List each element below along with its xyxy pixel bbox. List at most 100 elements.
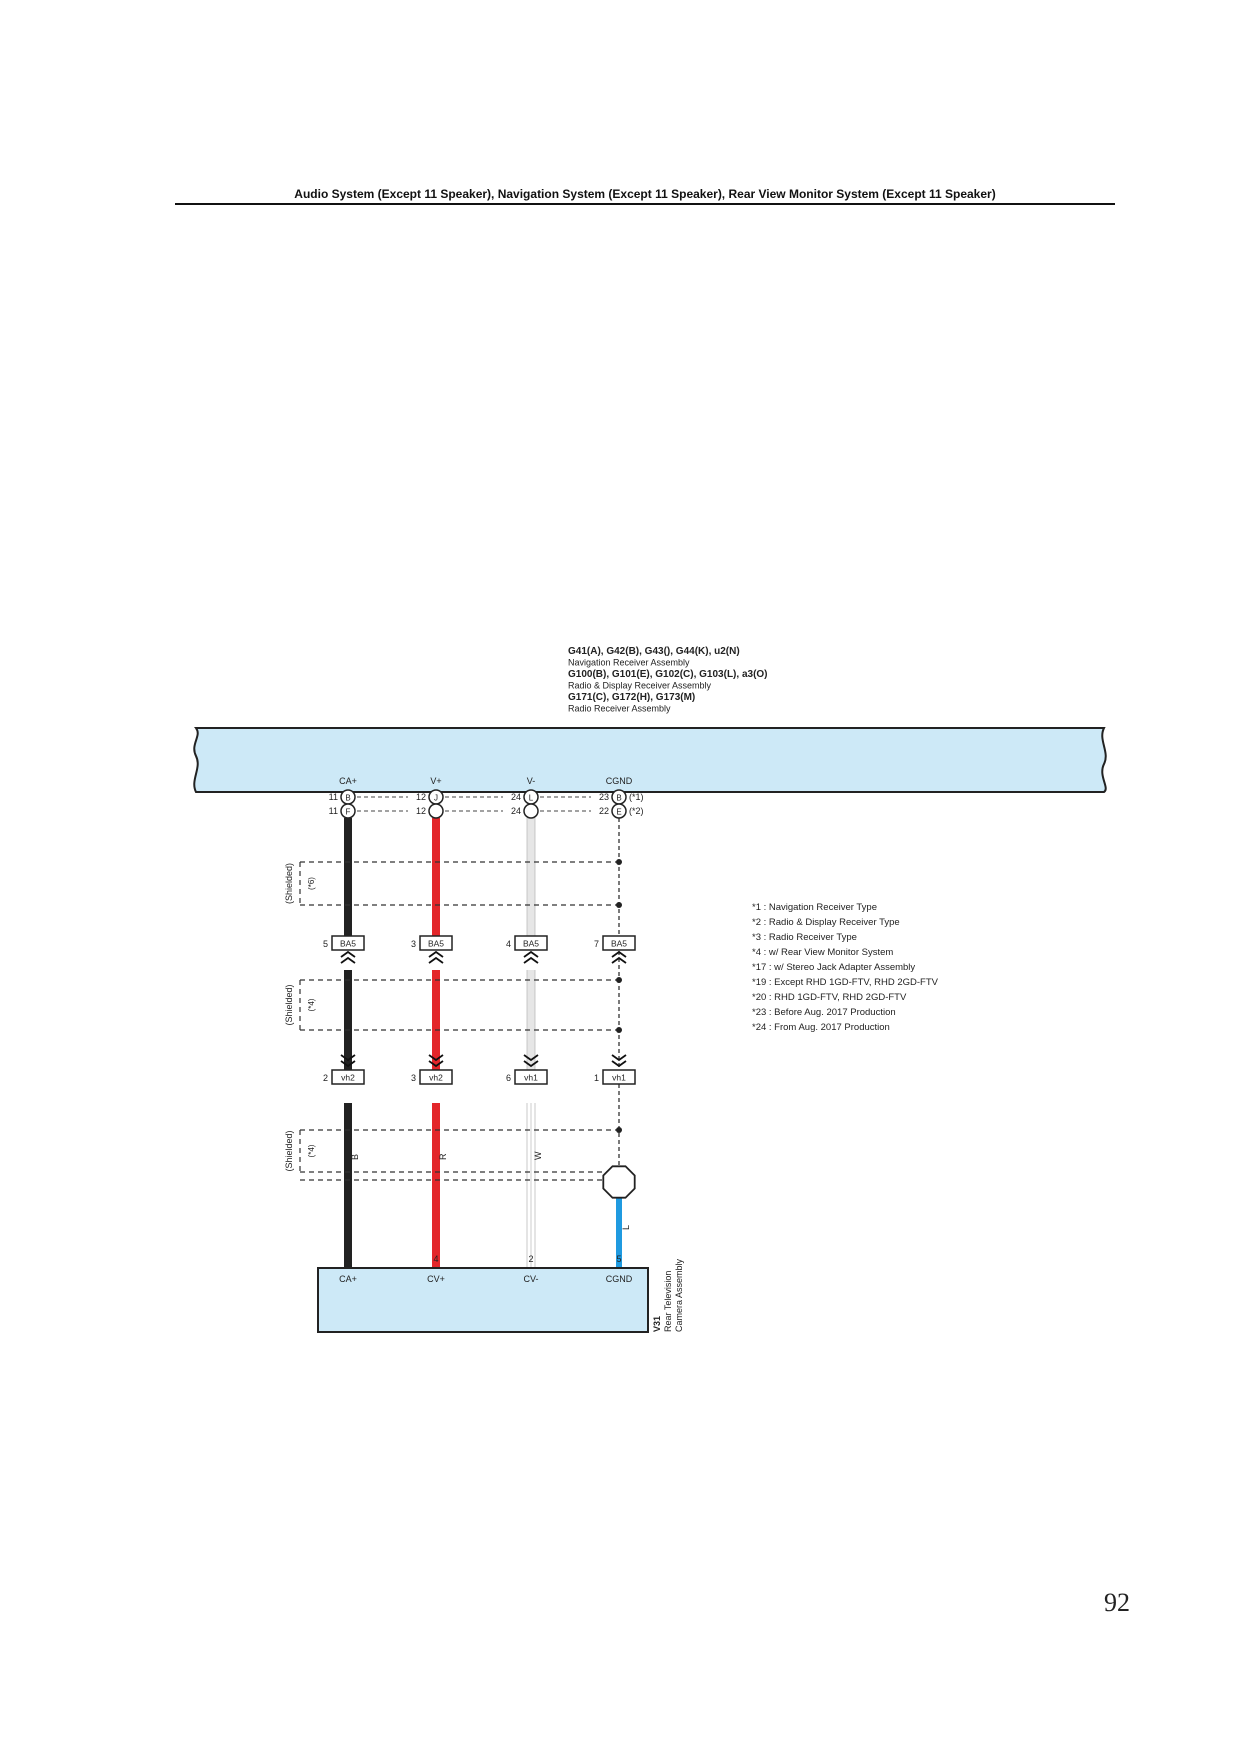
connector-box <box>602 1069 636 1085</box>
camera-terminal: CGND <box>606 1274 633 1284</box>
terminal-code: B <box>616 794 621 803</box>
legend-item: *20 : RHD 1GD-FTV, RHD 2GD-FTV <box>752 992 907 1003</box>
connector-chevron <box>611 1060 627 1068</box>
wire-color-code: R <box>438 1153 448 1160</box>
connector-id: vh2 <box>341 1073 355 1083</box>
connector-pin: 2 <box>323 1073 328 1083</box>
receiver-label: Radio & Display Receiver Assembly <box>568 681 712 691</box>
legend-item: *19 : Except RHD 1GD-FTV, RHD 2GD-FTV <box>752 977 939 988</box>
terminal-circle <box>428 803 444 819</box>
shield-group-tag: (*4) <box>307 1144 316 1157</box>
terminal-code: F <box>346 808 351 817</box>
legend-item: *4 : w/ Rear View Monitor System <box>752 947 893 958</box>
connector-box <box>514 935 548 951</box>
connector-box <box>514 1069 548 1085</box>
shield-junction <box>616 902 622 908</box>
terminal-circle <box>611 803 627 819</box>
terminal-name: CGND <box>606 776 633 786</box>
connector-chevron <box>340 950 356 958</box>
connector-id: vh1 <box>612 1073 626 1083</box>
connector-box <box>602 935 636 951</box>
connector-chevron <box>523 1060 539 1068</box>
connector-chevron <box>428 1054 444 1062</box>
terminal-pin: 12 <box>416 806 426 816</box>
camera-pin: 8 <box>345 1254 350 1264</box>
connector-id: BA5 <box>340 939 356 949</box>
camera-assembly-box <box>317 1267 649 1333</box>
shield-junction <box>616 977 622 983</box>
legend-item: *2 : Radio & Display Receiver Type <box>752 917 900 928</box>
terminal-pin: 24 <box>511 806 521 816</box>
connector-box <box>419 1069 453 1085</box>
connector-box <box>331 935 365 951</box>
shield-junction <box>616 1127 622 1133</box>
legend-item: *23 : Before Aug. 2017 Production <box>752 1007 896 1018</box>
wire-color-code: B <box>350 1154 360 1160</box>
terminal-code: E <box>616 808 621 817</box>
terminal-circle <box>523 803 539 819</box>
connector-chevron <box>340 1060 356 1068</box>
terminal-name: V+ <box>430 776 441 786</box>
connector-chevron <box>428 956 444 964</box>
connector-chevron <box>523 1054 539 1062</box>
connector-pin: 4 <box>506 939 511 949</box>
connector-box <box>331 1069 365 1085</box>
shield-junction <box>616 1027 622 1033</box>
receiver-label: G100(B), G101(E), G102(C), G103(L), a3(O… <box>568 669 768 680</box>
receiver-label-group: G41(A), G42(B), G43(), G44(K), u2(N)Navi… <box>568 646 768 714</box>
terminal-name: CA+ <box>339 776 357 786</box>
connector-chevron <box>611 950 627 958</box>
terminal-name: V- <box>527 776 536 786</box>
connector-pin: 7 <box>594 939 599 949</box>
terminal-pin: 23 <box>599 792 609 802</box>
legend-item: *24 : From Aug. 2017 Production <box>752 1022 890 1033</box>
connector-chevron <box>523 950 539 958</box>
connector-id: vh2 <box>429 1073 443 1083</box>
terminal-code: B <box>345 794 350 803</box>
connector-chevron <box>340 1054 356 1062</box>
shield-group: (Shielded) (*6) (Shielded) (*4) (Shielded) (*… <box>284 859 622 1175</box>
connector-chevron <box>611 956 627 964</box>
connector-pin: 3 <box>411 939 416 949</box>
shielded-label: (Shielded) <box>284 863 294 904</box>
shielded-label: (Shielded) <box>284 1130 294 1171</box>
camera-name: Rear Television <box>663 1271 673 1332</box>
shield-group-tag: (*6) <box>307 877 316 890</box>
connector-id: BA5 <box>428 939 444 949</box>
terminal-pin: 22 <box>599 806 609 816</box>
receiver-label: G171(C), G172(H), G173(M) <box>568 692 695 703</box>
camera-name: Camera Assembly <box>674 1258 684 1332</box>
receiver-assembly-box <box>193 727 1107 793</box>
connector-id: BA5 <box>611 939 627 949</box>
connector-id: BA5 <box>523 939 539 949</box>
terminal-pin: 24 <box>511 792 521 802</box>
connector-pin: 1 <box>594 1073 599 1083</box>
camera-terminal: CV+ <box>427 1274 445 1284</box>
terminal-pin: 11 <box>329 806 338 816</box>
terminal-note: (*2) <box>629 806 644 816</box>
legend-item: *17 : w/ Stereo Jack Adapter Assembly <box>752 962 915 973</box>
ground-splice-octagon <box>602 1165 636 1199</box>
legend: *1 : Navigation Receiver Type*2 : Radio … <box>752 902 939 1033</box>
receiver-label: Navigation Receiver Assembly <box>568 658 690 668</box>
shielded-label: (Shielded) <box>284 984 294 1025</box>
shield-group-tag: (*4) <box>307 998 316 1011</box>
page-header-title: Audio System (Except 11 Speaker), Naviga… <box>294 187 996 201</box>
wire-color-code: W <box>533 1151 543 1160</box>
connector-chevron <box>611 1054 627 1062</box>
wire-group: B R W L <box>344 818 631 1268</box>
wire-color-code: L <box>621 1225 631 1230</box>
connector-chevron <box>428 950 444 958</box>
connector-pin: 6 <box>506 1073 511 1083</box>
receiver-label: Radio Receiver Assembly <box>568 704 671 714</box>
connector-chevron <box>523 956 539 964</box>
terminal-code: L <box>529 794 534 803</box>
receiver-label: G41(A), G42(B), G43(), G44(K), u2(N) <box>568 646 740 657</box>
terminal-code: J <box>434 794 438 803</box>
connector-box <box>419 935 453 951</box>
terminal-circle <box>340 803 356 819</box>
